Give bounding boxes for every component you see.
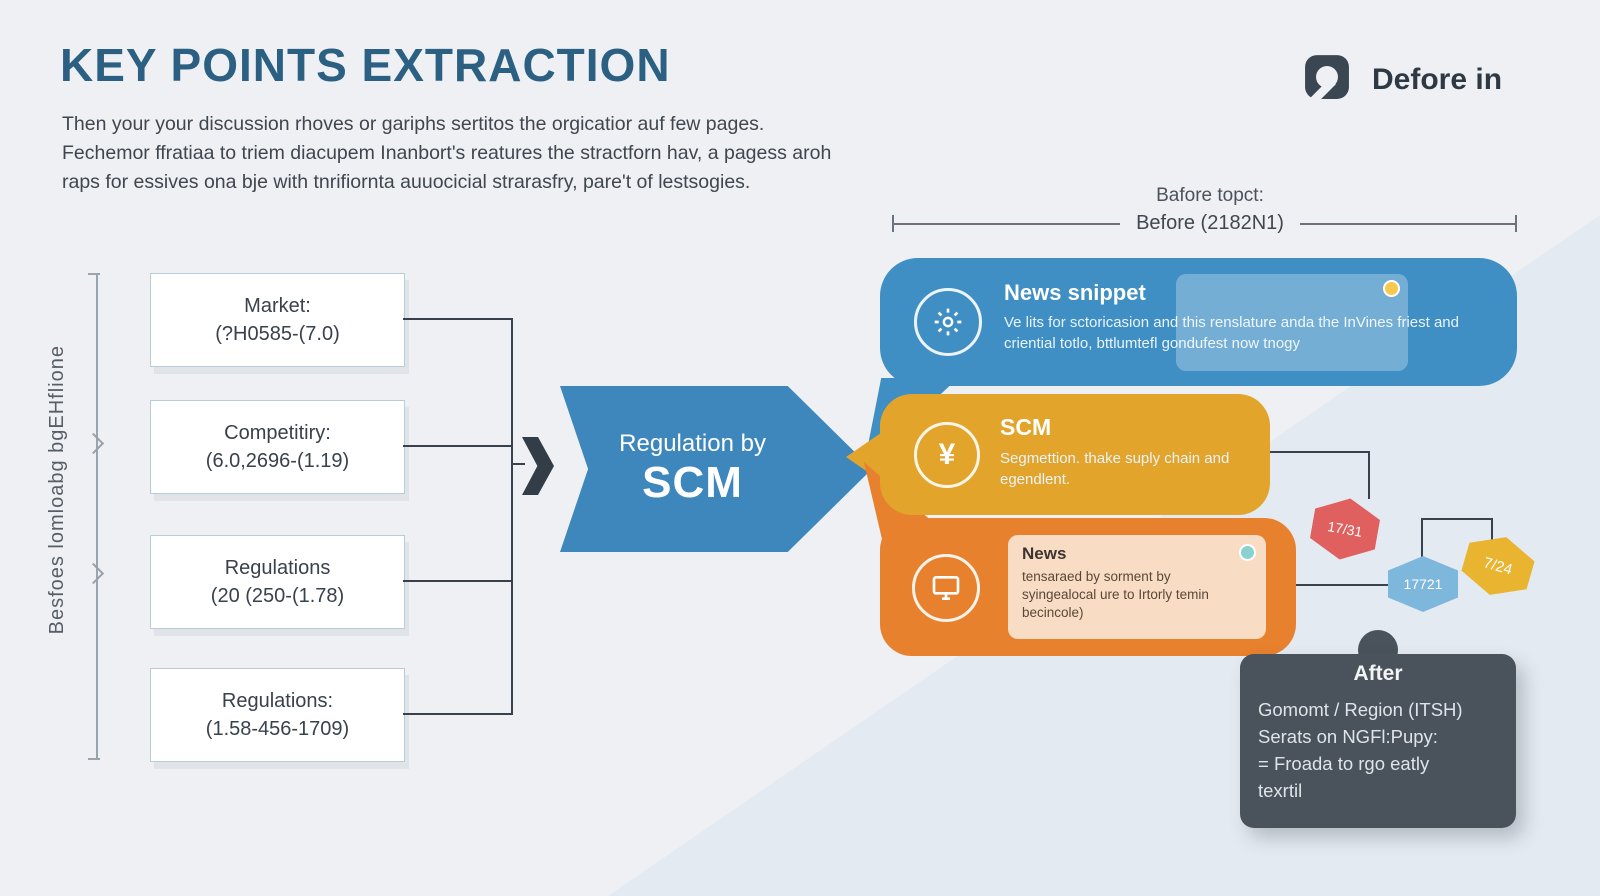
after-body: Gomomt / Region (ITSH) Serats on NGFl:Pu… — [1258, 696, 1463, 804]
currency-glyph: ¥ — [938, 438, 956, 471]
currency-icon: ¥ — [914, 422, 980, 488]
box-value: (6.0,2696-(1.19) — [205, 449, 350, 472]
after-card: After Gomomt / Region (ITSH) Serats on N… — [1240, 654, 1516, 828]
brand-logo-text: Defore in — [1372, 62, 1503, 96]
connector-line — [1421, 518, 1493, 520]
connector-line — [511, 463, 525, 465]
monitor-icon — [912, 554, 980, 622]
connector-line — [403, 318, 512, 320]
box-value: (20 (250-(1.78) — [210, 584, 345, 607]
connector-line — [1421, 518, 1423, 558]
arrow-line-1: Regulation by — [619, 430, 766, 457]
page-title: KEY POINTS EXTRACTION — [60, 39, 671, 91]
box-title: Regulations — [224, 556, 331, 579]
highlight-overlay — [1176, 274, 1408, 371]
box-value: (1.58-456-1709) — [205, 717, 350, 740]
box-value: (?H0585-(7.0) — [215, 322, 340, 345]
connector-line — [403, 445, 512, 447]
before-bracket-tick-right — [1515, 215, 1517, 232]
source-box-market: Market: (?H0585-(7.0) — [150, 273, 405, 367]
left-axis-label: Besfoes lomloabg bgEHflione — [46, 345, 68, 635]
before-bracket-tick-left — [892, 215, 894, 232]
after-title: After — [1353, 662, 1403, 685]
after-line-1: Gomomt / Region (ITSH) — [1258, 699, 1463, 720]
intro-line-1: Then your your discussion rhoves or gari… — [62, 113, 765, 135]
source-box-regulations-1: Regulations (20 (250-(1.78) — [150, 535, 405, 629]
source-box-competitiry: Competitiry: (6.0,2696-(1.19) — [150, 400, 405, 494]
brand-logo: Defore in — [1300, 50, 1502, 109]
box-title: Regulations: — [221, 689, 334, 712]
before-label-line-2: Before (2182N1) — [1120, 210, 1300, 236]
source-box-regulations-2: Regulations: (1.58-456-1709) — [150, 668, 405, 762]
card-title: News snippet — [1004, 280, 1146, 305]
connector-line — [403, 580, 512, 582]
connector-line — [1270, 451, 1370, 453]
box-title: Market: — [244, 294, 311, 317]
before-label: Bafore topct: Before (2182N1) — [1005, 184, 1415, 236]
axis-tick-bottom — [88, 758, 100, 760]
teal-dot-icon — [1239, 544, 1256, 561]
card-body: Segmettion. thake suply chain and egendl… — [1000, 450, 1230, 488]
card-body: Ve lits for sctoricasion and this rensla… — [1004, 314, 1459, 352]
note-body: tensaraed by sorment by syingealocal ure… — [1022, 569, 1209, 620]
brand-logo-icon — [1300, 50, 1354, 109]
connector-spine — [511, 318, 513, 715]
scm-process-arrow: Regulation by SCM — [560, 386, 872, 552]
before-label-line-1: Bafore topct: — [1156, 185, 1264, 206]
axis-tick-top — [88, 273, 100, 275]
intro-line-3: raps for essives ona bje with tnrifiornt… — [62, 171, 751, 193]
after-line-3: = Froada to rgo eatly — [1258, 753, 1430, 774]
connector-line — [1296, 584, 1388, 586]
connector-line — [403, 713, 512, 715]
card-news-snippet: News snippet Ve lits for sctoricasion an… — [880, 258, 1517, 386]
intro-line-2: Fechemor ffratiaa to triem diacupem Inan… — [62, 142, 832, 164]
hexagon-label: 7/24 — [1481, 553, 1515, 579]
left-axis-line — [96, 274, 98, 760]
yellow-dot-icon — [1383, 280, 1400, 297]
chevron-right-icon — [82, 562, 105, 585]
card-news: News tensaraed by sorment by syingealoca… — [880, 518, 1296, 656]
card-title: SCM — [1000, 414, 1052, 440]
chevron-arrow-icon — [522, 437, 554, 495]
box-title: Competitiry: — [224, 421, 331, 444]
intro-paragraph: Then your your discussion rhoves or gari… — [62, 110, 831, 197]
connector-line — [1368, 451, 1370, 499]
note-title: News — [1022, 544, 1067, 563]
news-note: News tensaraed by sorment by syingealoca… — [1008, 535, 1266, 639]
card-scm: ¥ SCM Segmettion. thake suply chain and … — [880, 394, 1270, 515]
chevron-right-icon — [82, 432, 105, 455]
hexagon-label: 17/31 — [1326, 518, 1364, 540]
arrow-line-2: SCM — [642, 458, 743, 507]
after-line-4: texrtil — [1258, 780, 1303, 801]
after-line-2: Serats on NGFl:Pupy: — [1258, 726, 1438, 747]
arrow-label: Regulation by SCM — [560, 386, 797, 552]
gear-icon — [914, 288, 982, 356]
hexagon-label: 17721 — [1403, 576, 1443, 592]
connector-line — [1491, 518, 1493, 542]
